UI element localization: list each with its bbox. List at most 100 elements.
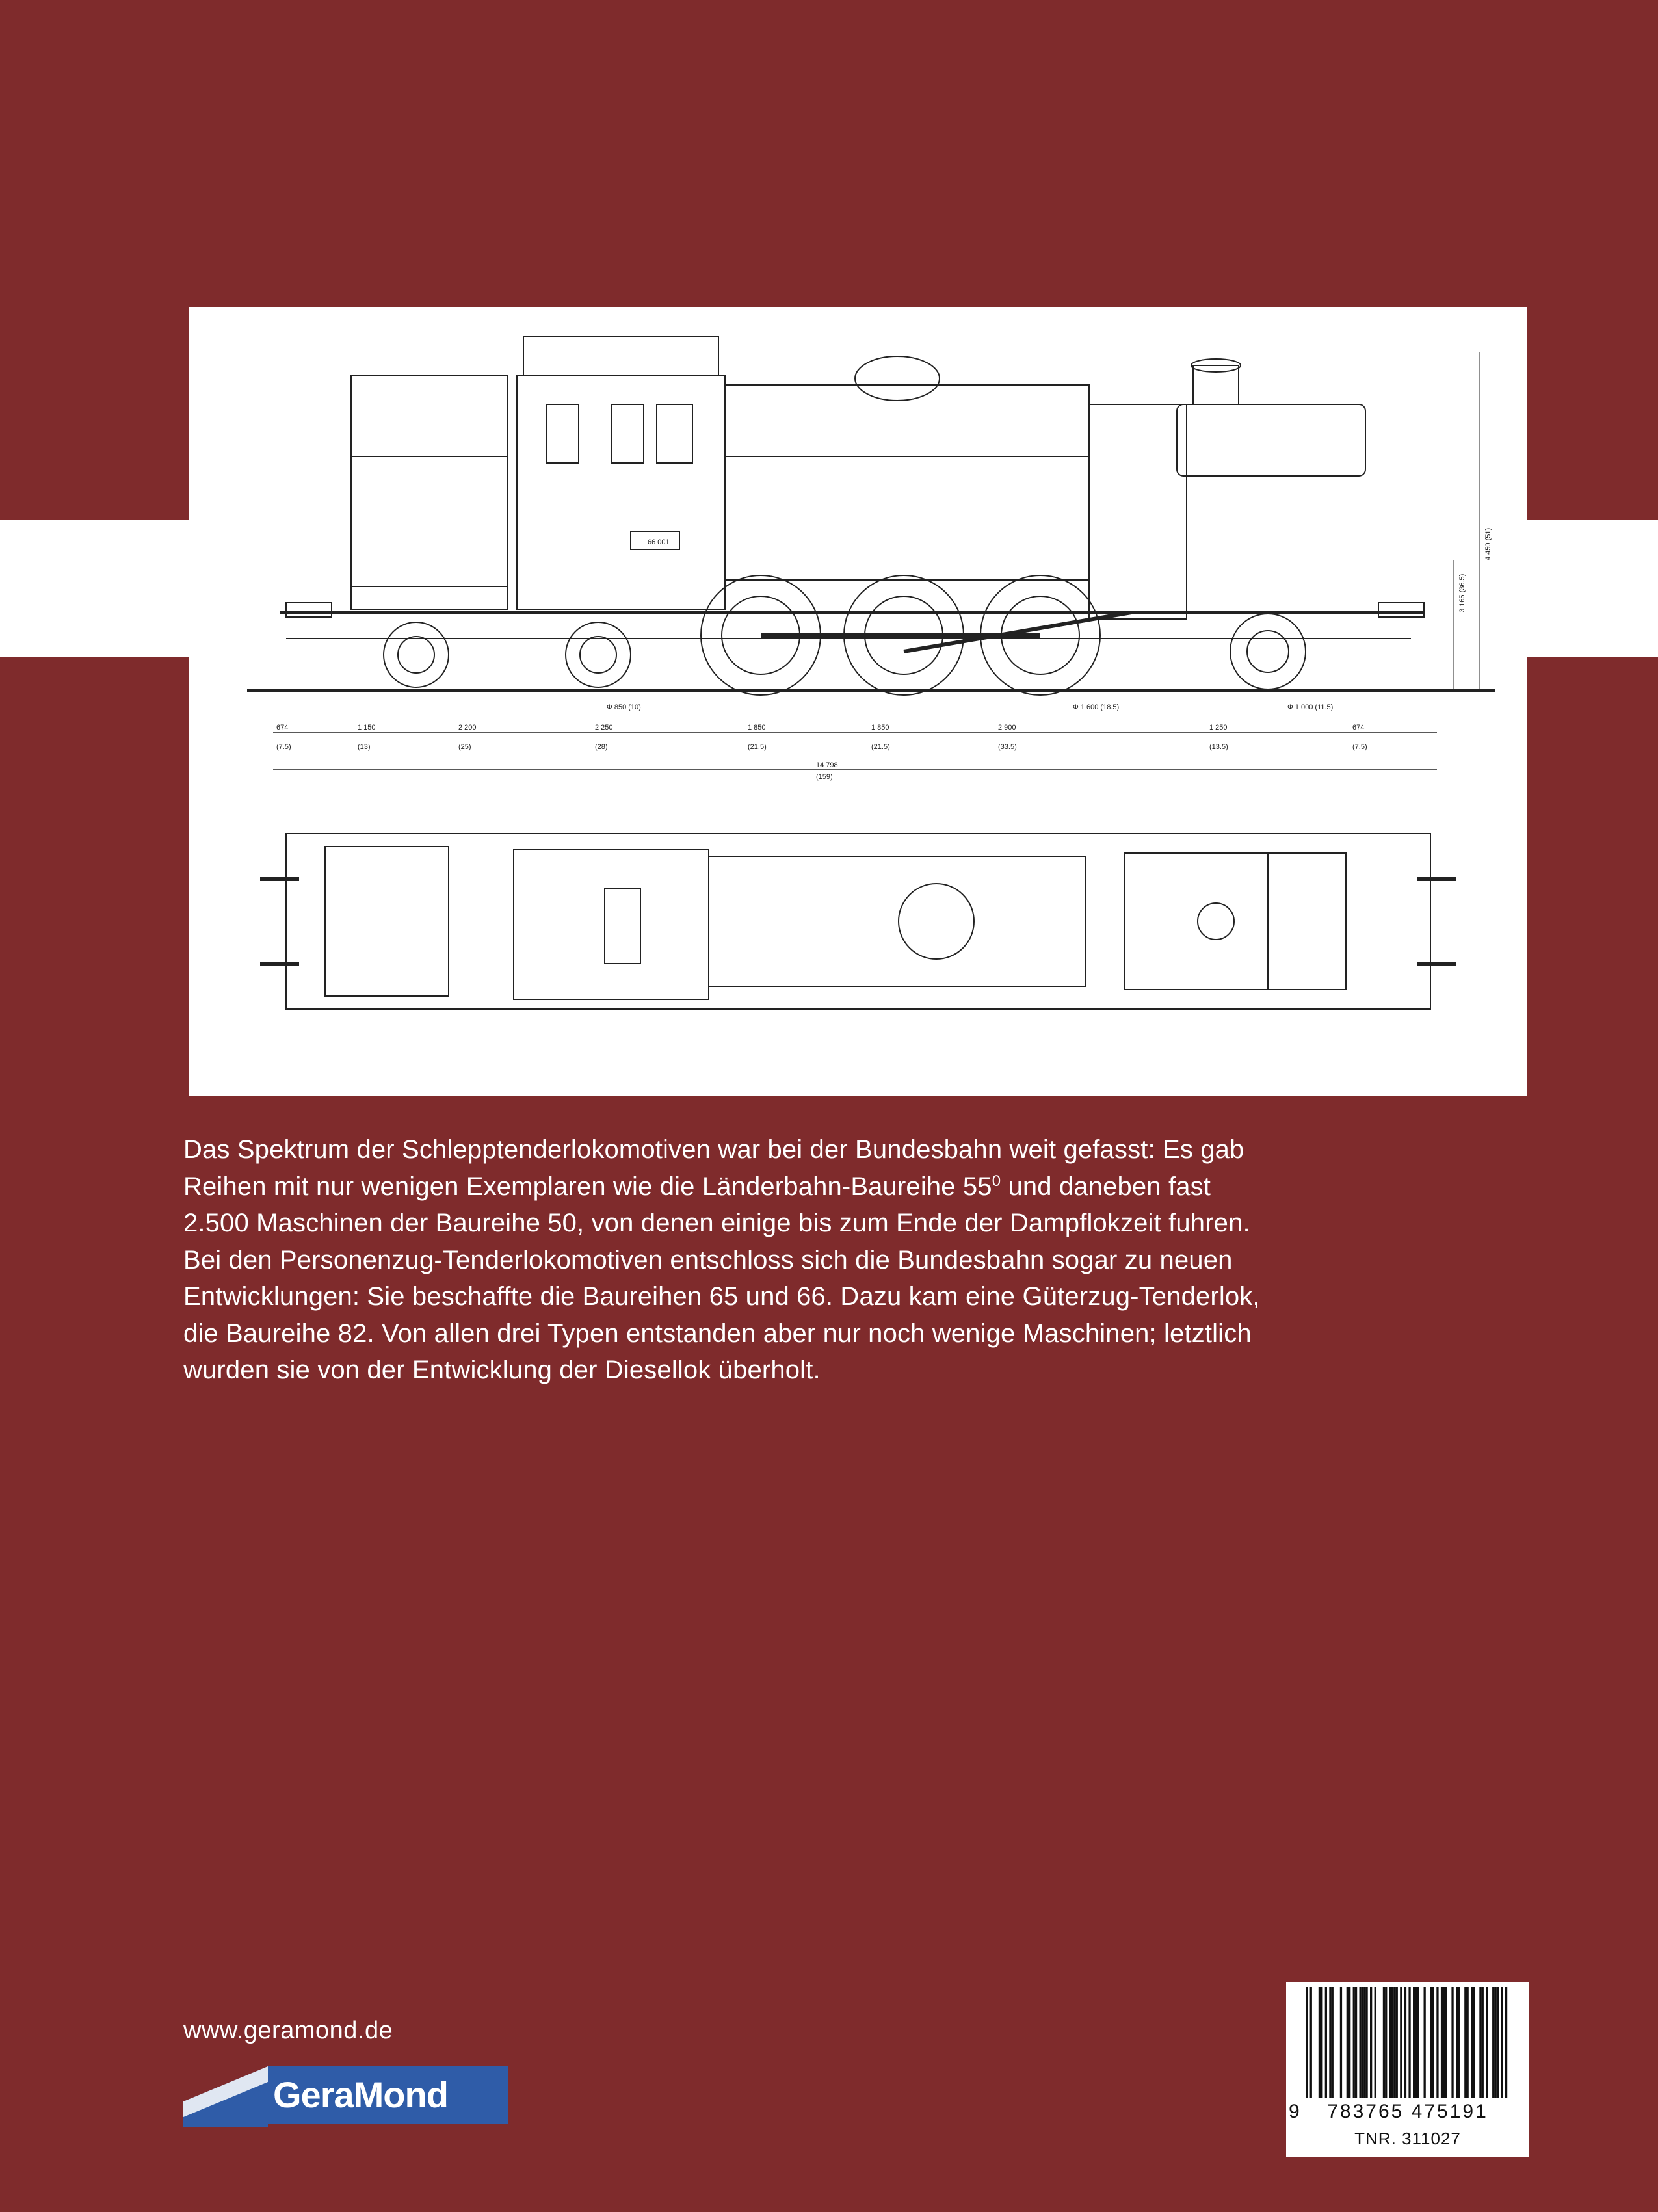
barcode-bar: [1346, 1987, 1349, 2098]
smoke-deflector: [1176, 404, 1366, 477]
barcode-bar: [1451, 1987, 1454, 2098]
number-plate: 66 001: [648, 538, 670, 546]
tnr-number: TNR. 311027: [1354, 2129, 1461, 2148]
boiler: [724, 384, 1090, 581]
barcode-bar: [1352, 1987, 1355, 2098]
barcode-bar: [1393, 1987, 1396, 2098]
dimension-value-alt: (28): [595, 743, 608, 751]
barcode-bar: [1440, 1987, 1443, 2098]
dimension-value: 1 850: [871, 724, 889, 731]
description-text: Das Spektrum der Schlepptenderlokomotive…: [183, 1131, 1503, 1389]
barcode-bar: [1471, 1987, 1473, 2098]
trailing-wheel: [383, 622, 449, 688]
barcode-bar: [1415, 1987, 1417, 2098]
barcode-bar: [1443, 1987, 1445, 2098]
locomotive-technical-drawing: 66 001 Φ 850 (10) Φ 1 600 (18.5) Φ 1 000…: [189, 307, 1527, 1096]
overall-length: 14 798: [816, 761, 838, 769]
dimension-value: 1 250: [1209, 724, 1228, 731]
logo-mark-icon: [183, 2066, 508, 2127]
wheel-label: Φ 850 (10): [607, 704, 641, 711]
connecting-rod: [903, 611, 1132, 653]
description-line: 2.500 Maschinen der Baureihe 50, von den…: [183, 1209, 1250, 1237]
barcode-bar: [1436, 1987, 1439, 2098]
barcode-bar: [1486, 1987, 1488, 2098]
barcode-bar: [1501, 1987, 1503, 2098]
barcode-bar: [1374, 1987, 1376, 2098]
plan-view-outline: [285, 833, 1431, 1010]
barcode-bar: [1365, 1987, 1368, 2098]
plan-cab: [513, 849, 709, 1000]
barcode-bar: [1354, 1987, 1358, 2098]
cab-window: [656, 404, 693, 464]
cab-roof: [523, 336, 719, 376]
dimension-value: 2 200: [458, 724, 477, 731]
barcode-bar: [1408, 1987, 1411, 2098]
barcode-bar: [1466, 1987, 1469, 2098]
dimension-value: 2 250: [595, 724, 613, 731]
barcode-bar: [1456, 1987, 1458, 2098]
dimension-value: 674: [1352, 724, 1364, 731]
geramond-logo: GeraMond: [183, 2062, 516, 2127]
wheel-label: Φ 1 000 (11.5): [1287, 704, 1333, 711]
barcode-bar: [1331, 1987, 1334, 2098]
barcode-bar: [1473, 1987, 1475, 2098]
dimension-value-alt: (13): [358, 743, 371, 751]
barcode-bar: [1389, 1987, 1391, 2098]
barcode-bar: [1370, 1987, 1373, 2098]
barcode-bar: [1400, 1987, 1402, 2098]
barcode-bar: [1391, 1987, 1394, 2098]
barcode-bar: [1464, 1987, 1467, 2098]
cab-window: [546, 404, 579, 464]
barcode-bar: [1318, 1987, 1321, 2098]
dimension-value-alt: (7.5): [1352, 743, 1367, 751]
description-line: Bei den Personenzug-Tenderlokomotiven en…: [183, 1245, 1233, 1274]
dimension-value-alt: (25): [458, 743, 471, 751]
barcode-bar: [1445, 1987, 1447, 2098]
dimension-value: 2 900: [998, 724, 1016, 731]
dimension-value: 1 850: [748, 724, 766, 731]
barcode-bar: [1496, 1987, 1499, 2098]
dimension-value: 1 150: [358, 724, 376, 731]
logo-text: GeraMond: [273, 2074, 449, 2115]
barcode-bar: [1494, 1987, 1497, 2098]
barcode-bar: [1417, 1987, 1419, 2098]
plan-hatch: [604, 888, 641, 964]
description-line: Reihen mit nur wenigen Exemplaren wie di…: [183, 1172, 1211, 1201]
coal-bunker: [350, 375, 508, 610]
dimension-value: 674: [276, 724, 288, 731]
rear-buffer: [285, 602, 332, 618]
plan-bunker: [324, 846, 449, 997]
description-line: wurden sie von der Entwicklung der Diese…: [183, 1356, 821, 1384]
number-plate-frame: [630, 531, 680, 550]
barcode-bar: [1349, 1987, 1351, 2098]
barcode-bar: [1481, 1987, 1484, 2098]
barcode-bar: [1359, 1987, 1362, 2098]
publisher-website: www.geramond.de: [183, 2017, 393, 2044]
height-label: 4 450 (51): [1484, 528, 1492, 560]
leading-wheel: [1230, 613, 1306, 690]
barcode-bar: [1404, 1987, 1407, 2098]
barcode-bar: [1324, 1987, 1327, 2098]
dimension-value-alt: (21.5): [871, 743, 890, 751]
barcode-bar: [1395, 1987, 1398, 2098]
smokebox: [1088, 404, 1187, 620]
barcode-bar: [1339, 1987, 1343, 2098]
drawing-svg: 66 001 Φ 850 (10) Φ 1 600 (18.5) Φ 1 000…: [247, 336, 1495, 1010]
barcode-bar: [1361, 1987, 1364, 2098]
trailing-wheel: [565, 622, 631, 688]
dimension-value-alt: (13.5): [1209, 743, 1228, 751]
wheel-label: Φ 1 600 (18.5): [1073, 704, 1119, 711]
barcode-bar: [1329, 1987, 1332, 2098]
height-label: 3 165 (36.5): [1458, 574, 1466, 612]
steam-dome: [854, 356, 940, 401]
dimension-value-alt: (7.5): [276, 743, 291, 751]
barcode-bar: [1458, 1987, 1460, 2098]
barcode-bar: [1385, 1987, 1388, 2098]
barcode-bar: [1363, 1987, 1366, 2098]
barcode-bar: [1413, 1987, 1415, 2098]
plan-tank: [708, 856, 1086, 987]
barcode-bar: [1423, 1987, 1426, 2098]
cab: [516, 375, 726, 610]
